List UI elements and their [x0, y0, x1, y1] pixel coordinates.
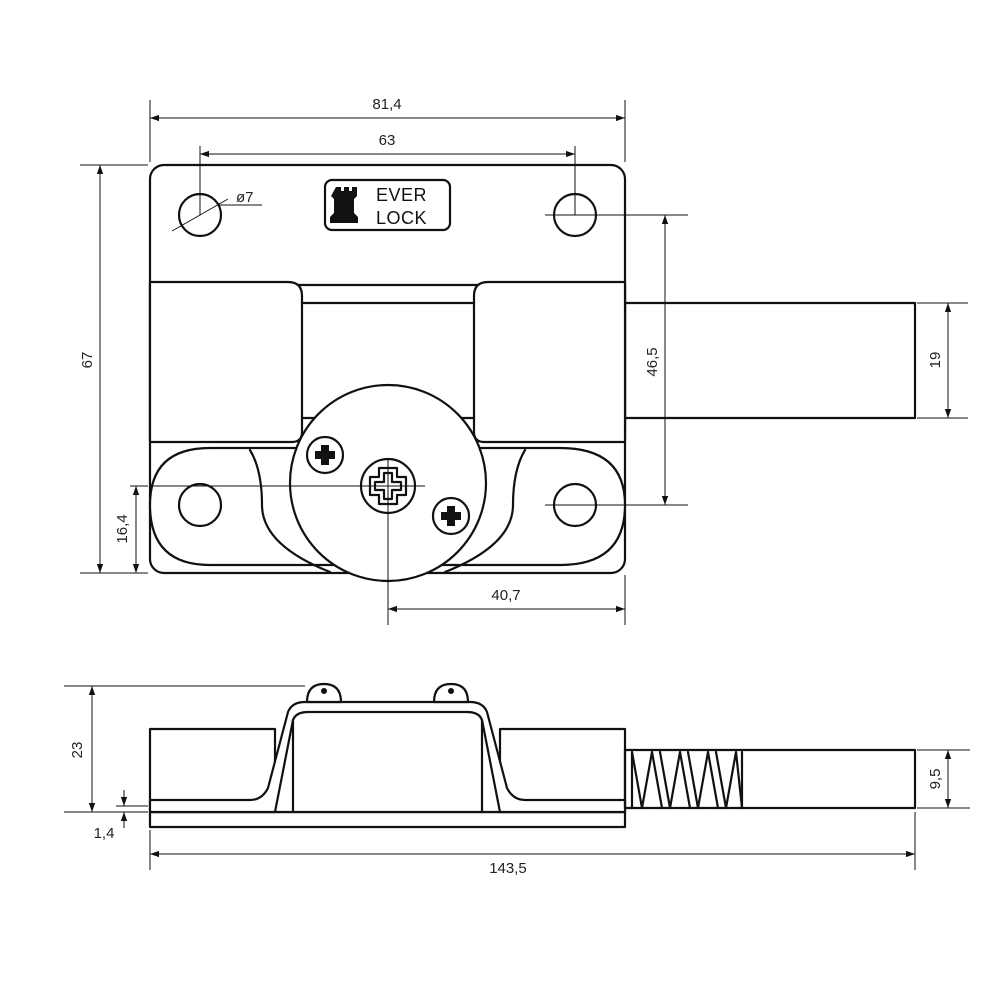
- top-view: EVER LOCK: [148, 163, 917, 625]
- dim-hole-diameter: ø7: [236, 189, 254, 206]
- screw-left: [305, 435, 345, 475]
- guide-block-left: [148, 280, 304, 444]
- everlock-logo: EVER LOCK: [323, 178, 452, 232]
- logo-line-1: EVER: [376, 185, 427, 205]
- dim-lower-hole-offset: 16,4: [114, 514, 131, 543]
- dim-side-height: 23: [69, 742, 86, 759]
- dim-height: 67: [79, 352, 96, 369]
- bolt: [623, 301, 917, 420]
- guide-block-right: [472, 280, 627, 444]
- dim-center-to-edge: 40,7: [491, 587, 520, 604]
- spring: [630, 750, 744, 810]
- dim-total-length: 143,5: [489, 860, 527, 877]
- dim-hole-spacing: 63: [379, 132, 396, 149]
- side-housing: [148, 700, 627, 814]
- dim-overall-width: 81,4: [372, 96, 401, 113]
- dim-bolt-thickness: 9,5: [927, 769, 944, 790]
- side-view-dimensions: 23 1,4 9,5 143,5: [64, 685, 970, 877]
- dim-hole-vertical-spacing: 46,5: [644, 347, 661, 376]
- mounting-hole-bottom-left: [177, 482, 223, 528]
- side-bolt: [623, 748, 917, 810]
- dim-plate-thickness: 1,4: [94, 825, 115, 842]
- rook-icon: [330, 187, 358, 223]
- screw-right: [431, 496, 471, 536]
- top-view-dimensions: 81,4 63 ø7 67 46,5 19 16,4 40,7: [79, 96, 968, 625]
- side-base-plate: [148, 810, 627, 829]
- logo-line-2: LOCK: [376, 208, 427, 228]
- dim-bolt-height: 19: [927, 352, 944, 369]
- side-view: [148, 682, 917, 829]
